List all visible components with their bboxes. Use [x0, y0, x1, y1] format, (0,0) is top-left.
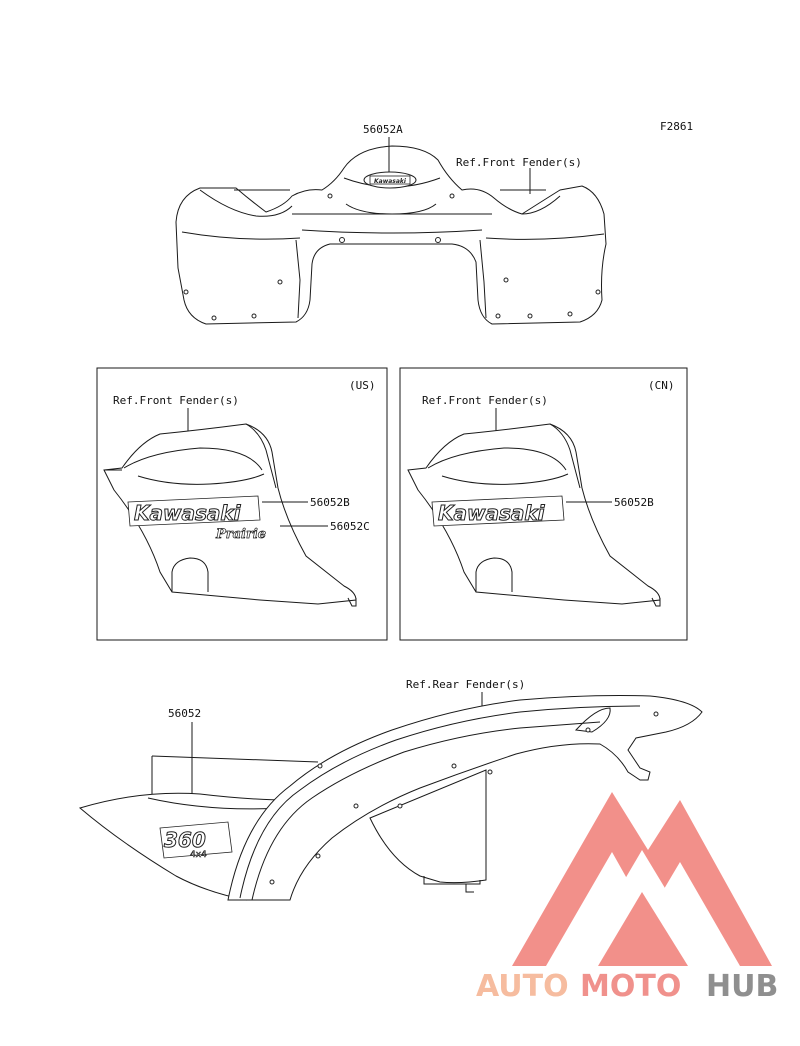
watermark-text-auto: AUTO [476, 969, 569, 1004]
decal-360-suffix: 4x4 [190, 850, 207, 860]
watermark-logo: AUTO MOTO HUB [476, 792, 778, 1004]
ref-rear-fender: Ref.Rear Fender(s) [406, 678, 525, 691]
ref-front-fender-cn: Ref.Front Fender(s) [422, 394, 548, 407]
panel-cn-frame [399, 367, 688, 641]
decal-kawasaki-us: Kawasaki [127, 495, 261, 527]
watermark-text-moto: MOTO [580, 969, 681, 1004]
rear-fender-side-view: 360 4x4 [78, 695, 703, 901]
part-label-56052A: 56052A [363, 123, 403, 136]
watermark-text-hub: HUB [706, 969, 778, 1004]
panel-us-frame [96, 367, 388, 641]
side-cover-cn: Kawasaki [407, 423, 661, 607]
emblem-text: Kawasaki [374, 178, 407, 185]
decal-360-text: 360 [164, 828, 206, 852]
front-fender-top-view: Kawasaki [175, 145, 607, 325]
part-label-56052: 56052 [168, 707, 201, 720]
part-label-56052B-cn: 56052B [614, 496, 654, 509]
part-label-56052B-us: 56052B [310, 496, 350, 509]
decal-kawasaki-cn: Kawasaki [431, 495, 565, 527]
part-label-56052C-us: 56052C [330, 520, 370, 533]
decal-c-text-us: Prairie [215, 527, 266, 542]
region-cn: (CN) [648, 379, 675, 392]
region-us: (US) [349, 379, 376, 392]
ref-front-fender-us: Ref.Front Fender(s) [113, 394, 239, 407]
decal-b-text-us: Kawasaki [134, 501, 242, 525]
decal-360: 360 4x4 [159, 821, 233, 860]
side-cover-us: Kawasaki Prairie [103, 423, 357, 607]
decal-b-text-cn: Kawasaki [438, 501, 546, 525]
figure-code: F2861 [660, 120, 693, 133]
ref-front-fender-top: Ref.Front Fender(s) [456, 156, 582, 169]
